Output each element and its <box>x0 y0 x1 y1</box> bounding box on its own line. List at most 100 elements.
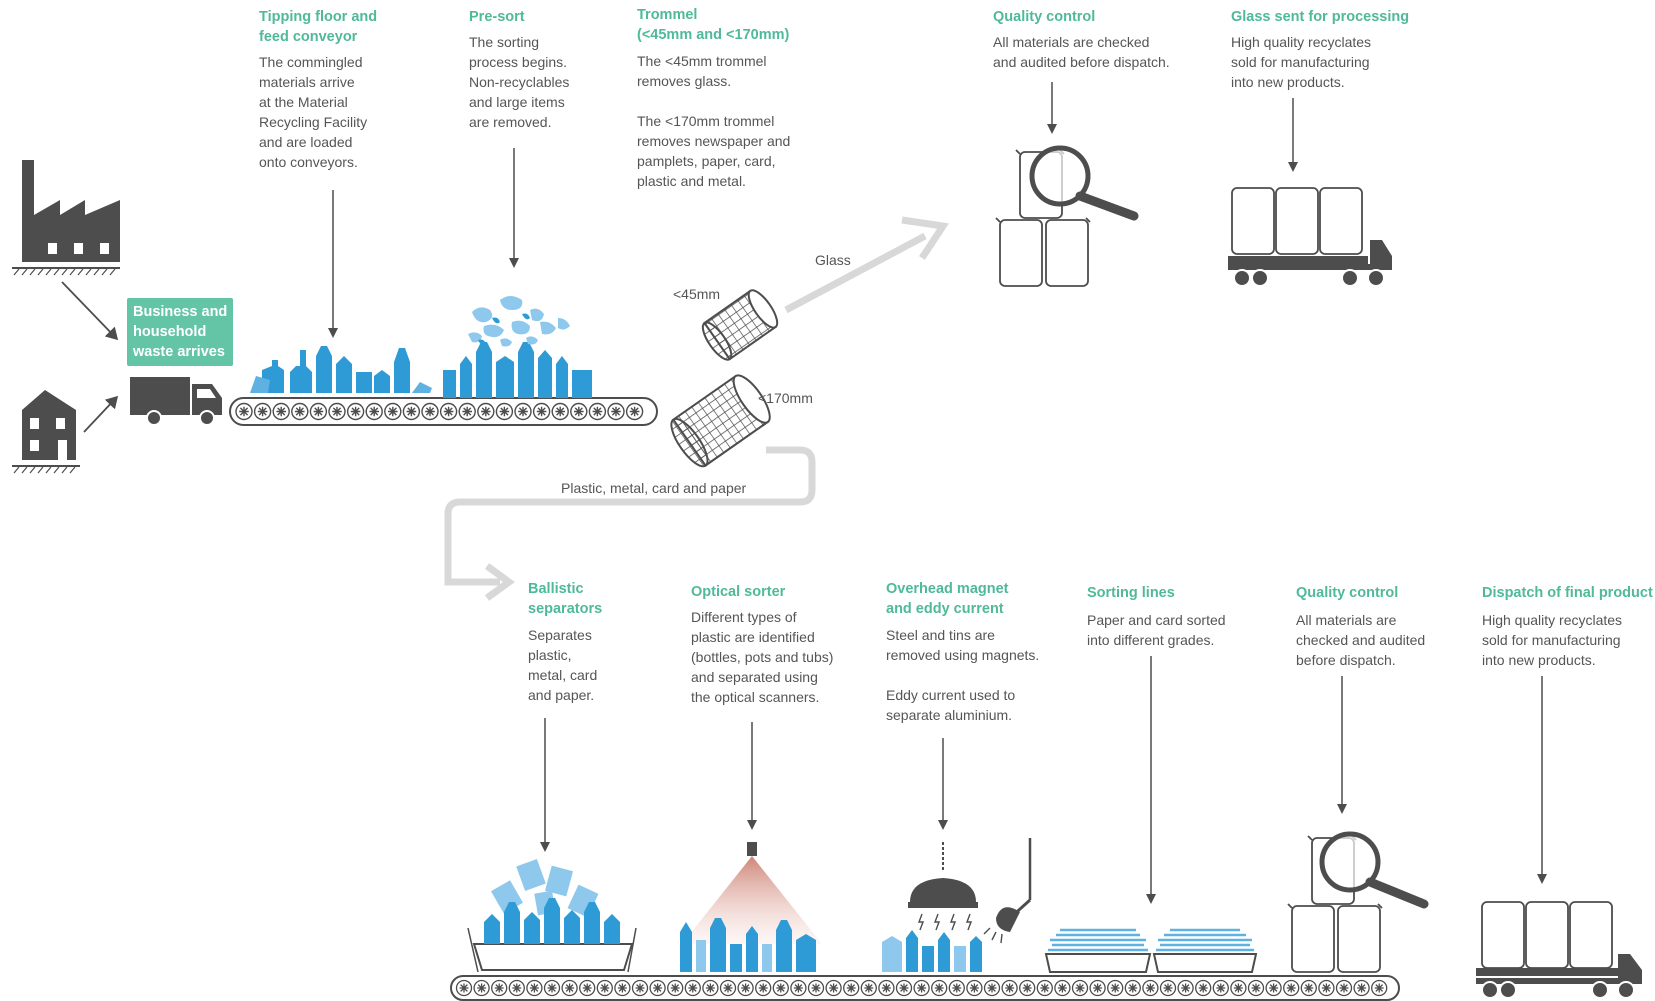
conveyor-roller-spokes <box>574 406 584 417</box>
quality-control-bottom-text: All materials are checked and audited be… <box>1296 612 1426 668</box>
conveyor-roller <box>895 979 913 997</box>
conveyor-roller-spokes <box>547 983 557 993</box>
conveyor-roller-spokes <box>611 406 621 417</box>
ballistic-title: Ballistic separators <box>528 581 603 617</box>
conveyor-roller-spokes <box>864 983 874 993</box>
conveyor-roller-spokes <box>969 983 979 993</box>
conveyor-roller-spokes <box>617 983 627 993</box>
conveyor-roller-spokes <box>1304 983 1314 993</box>
top-conveyor <box>229 397 658 426</box>
conveyor-roller <box>931 979 948 997</box>
conveyor-roller-spokes <box>600 983 610 993</box>
glass-processing-text: High quality recyclates sold for manufac… <box>1231 34 1372 90</box>
factory-to-truck-arrow <box>61 281 119 341</box>
conveyor-roller <box>983 979 1001 997</box>
glass-truck-icon <box>1228 187 1392 287</box>
conveyor-roller-spokes <box>811 983 821 993</box>
conveyor-roller-spokes <box>1110 983 1120 993</box>
conveyor-roller-spokes <box>1233 983 1243 993</box>
dispatch-text: High quality recyclates sold for manufac… <box>1482 612 1623 668</box>
conveyor-roller-spokes <box>1040 983 1050 993</box>
conveyor-roller <box>1212 979 1229 997</box>
conveyor-roller <box>1353 979 1370 997</box>
conveyor-roller <box>1107 979 1124 997</box>
conveyor-roller <box>1265 979 1282 997</box>
conveyor-roller-spokes <box>881 983 891 993</box>
conveyor-roller-spokes <box>477 983 487 993</box>
conveyor-roller <box>570 402 588 421</box>
conveyor-roller-spokes <box>846 983 856 993</box>
pre-sort-waste <box>443 296 592 398</box>
conveyor-roller <box>272 402 290 421</box>
conveyor-roller-spokes <box>388 406 398 417</box>
conveyor-roller-spokes <box>829 983 839 993</box>
conveyor-roller-spokes <box>582 983 592 993</box>
conveyor-roller <box>702 979 719 997</box>
dispatch-title: Dispatch of final product <box>1482 585 1653 601</box>
tipping-floor-text: The commingled materials arrive at the M… <box>259 54 368 170</box>
conveyor-roller <box>458 402 476 421</box>
conveyor-roller-spokes <box>1093 983 1103 993</box>
conveyor-roller <box>1300 979 1317 997</box>
conveyor-roller-spokes <box>934 983 944 993</box>
overhead-magnet-icon <box>882 842 982 972</box>
bottom-conveyor <box>450 975 1400 1001</box>
conveyor-roller <box>614 979 631 997</box>
glass-flow-arrow <box>784 216 949 314</box>
conveyor-roller-spokes <box>776 983 786 993</box>
ballistic-text: Separates plastic, metal, card and paper… <box>528 627 598 703</box>
conveyor-roller <box>309 402 328 421</box>
conveyor-roller <box>402 402 421 421</box>
conveyor-roller-spokes <box>629 406 640 417</box>
tipping-floor-waste <box>250 346 432 393</box>
plastic-metal-label: Plastic, metal, card and paper <box>561 480 747 496</box>
conveyor-roller-spokes <box>592 406 603 417</box>
conveyor-roller-spokes <box>425 406 435 417</box>
conveyor-roller-spokes <box>705 983 715 993</box>
trommel-45mm-icon <box>701 289 779 361</box>
conveyor-roller <box>551 402 569 421</box>
conveyor-roller-spokes <box>536 406 547 417</box>
tipping-floor-title: Tipping floor and feed conveyor <box>259 9 378 45</box>
conveyor-roller-spokes <box>793 983 803 993</box>
conveyor-roller <box>365 402 383 421</box>
dispatch-truck-icon <box>1476 901 1642 999</box>
conveyor-roller <box>607 402 625 421</box>
optical-text: Different types of plastic are identifie… <box>691 609 834 705</box>
magnet-text: Steel and tins are removed using magnets… <box>886 627 1040 723</box>
conveyor-roller <box>543 979 561 997</box>
glass-label: Glass <box>815 252 851 268</box>
conveyor-roller-spokes <box>917 983 927 993</box>
conveyor-roller-spokes <box>688 983 698 993</box>
conveyor-roller-spokes <box>481 406 491 417</box>
conveyor-roller-spokes <box>1357 983 1367 993</box>
conveyor-roller <box>253 402 272 421</box>
quality-control-top-title: Quality control <box>993 9 1096 25</box>
conveyor-roller <box>477 402 495 421</box>
sorting-lines-icon <box>1044 928 1258 973</box>
quality-control-top-text: All materials are checked and audited be… <box>993 34 1170 70</box>
conveyor-roller <box>772 979 789 997</box>
lt45mm-label: <45mm <box>673 286 721 302</box>
conveyor-roller-spokes <box>1339 983 1349 993</box>
conveyor-roller-spokes <box>494 983 504 993</box>
conveyor-roller <box>1054 979 1071 997</box>
conveyor-roller-spokes <box>723 983 733 993</box>
conveyor-roller <box>291 402 309 421</box>
conveyor-roller-spokes <box>1145 983 1155 993</box>
conveyor-roller <box>625 402 644 421</box>
conveyor-roller-spokes <box>313 406 324 417</box>
conveyor-roller-spokes <box>1286 983 1296 993</box>
conveyor-roller-spokes <box>512 983 522 993</box>
conveyor-roller-spokes <box>952 983 962 993</box>
conveyor-roller-spokes <box>1251 983 1261 993</box>
conveyor-roller <box>948 979 965 997</box>
conveyor-roller <box>1089 979 1106 997</box>
conveyor-roller-spokes <box>518 406 528 417</box>
trommel-text: The <45mm trommel removes glass. The <17… <box>637 53 791 189</box>
conveyor-roller <box>384 402 402 421</box>
house-to-truck-arrow <box>83 395 119 433</box>
conveyor-roller-spokes <box>1075 983 1085 993</box>
eddy-current-icon <box>983 838 1032 944</box>
ballistic-separator-icon <box>467 859 637 973</box>
